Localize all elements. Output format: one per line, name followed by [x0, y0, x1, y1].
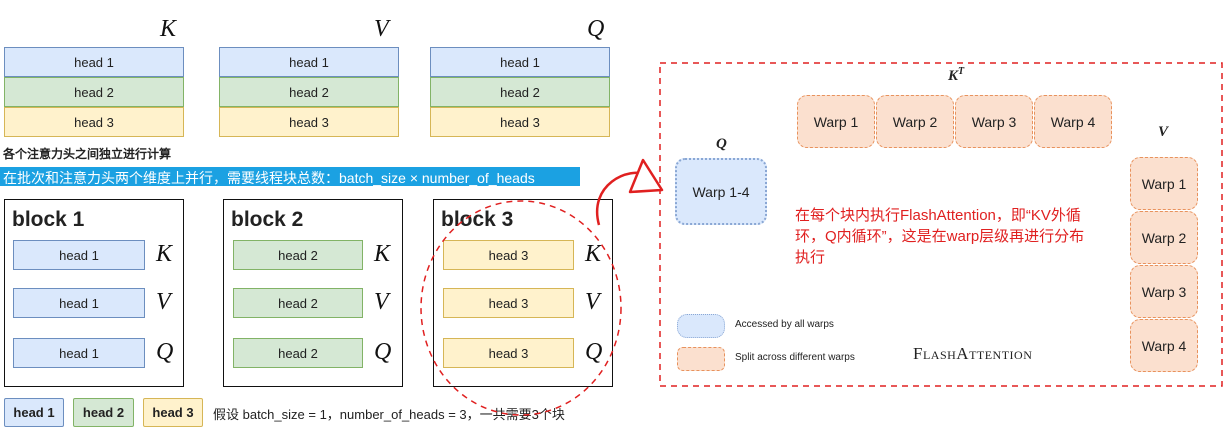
block-1-q-label: Q: [156, 339, 174, 365]
note-parallel: 在批次和注意力头两个维度上并行，需要线程块总数：batch_size × num…: [0, 167, 580, 186]
top-v-head-2: head 2: [219, 77, 399, 107]
k-warp-2: Warp 2: [876, 95, 954, 148]
flashattention-title: FlashAttention: [913, 344, 1033, 363]
legend-head-3: head 3: [143, 398, 203, 427]
legend-accessed-text: Accessed by all warps: [735, 319, 834, 330]
block-2-q-label: Q: [374, 339, 392, 365]
warp-q-block: Warp 1-4: [675, 158, 767, 225]
v-warp-2: Warp 2: [1130, 211, 1198, 264]
v-warp-3: Warp 3: [1130, 265, 1198, 318]
v-label: V: [1158, 124, 1169, 140]
kt-base: K: [948, 68, 959, 84]
note-independent: 各个注意力头之间独立进行计算: [3, 147, 172, 161]
q-label: Q: [716, 136, 727, 152]
legend-caption: 假设 batch_size = 1，number_of_heads = 3，一共…: [213, 407, 565, 422]
block-3-q-label: Q: [585, 339, 603, 365]
kt-sup: T: [958, 66, 965, 77]
block-3-k-head: head 3: [443, 240, 574, 270]
block-2-k-label: K: [374, 241, 391, 267]
k-warp-3: Warp 3: [955, 95, 1033, 148]
block-1-k-head: head 1: [13, 240, 145, 270]
top-v-head-1: head 1: [219, 47, 399, 77]
block-1-v-label: V: [156, 289, 171, 315]
kt-label: KT: [948, 66, 964, 85]
top-v-head-3: head 3: [219, 107, 399, 137]
legend-accessed-swatch: [677, 314, 725, 338]
block-3-q-head: head 3: [443, 338, 574, 368]
top-k-head-3: head 3: [4, 107, 184, 137]
legend-head-2: head 2: [73, 398, 134, 427]
block-1-q-head: head 1: [13, 338, 145, 368]
block-1-title: block 1: [12, 208, 85, 231]
block-1-k-label: K: [156, 241, 173, 267]
top-k-head-2: head 2: [4, 77, 184, 107]
block-3-title: block 3: [441, 208, 514, 231]
flash-description: 在每个块内执行FlashAttention，即“KV外循环，Q内循环”，这是在w…: [795, 207, 1085, 266]
curved-arrow-head: [628, 158, 664, 194]
v-warp-1: Warp 1: [1130, 157, 1198, 210]
top-q-head-3: head 3: [430, 107, 610, 137]
top-k-head-1: head 1: [4, 47, 184, 77]
top-k-label: K: [160, 16, 177, 42]
top-v-label: V: [374, 16, 389, 42]
block-2-v-label: V: [374, 289, 389, 315]
block-3-k-label: K: [585, 241, 602, 267]
v-warp-4: Warp 4: [1130, 319, 1198, 372]
k-warp-4: Warp 4: [1034, 95, 1112, 148]
block-3: block 3 head 3 head 3 head 3 K V Q: [433, 199, 613, 387]
block-2: block 2 head 2 head 2 head 2 K V Q: [223, 199, 403, 387]
legend-split-text: Split across different warps: [735, 352, 855, 363]
block-3-v-label: V: [585, 289, 600, 315]
top-q-head-1: head 1: [430, 47, 610, 77]
block-1-v-head: head 1: [13, 288, 145, 318]
legend-split-swatch: [677, 347, 725, 371]
block-2-title: block 2: [231, 208, 304, 231]
top-q-head-2: head 2: [430, 77, 610, 107]
legend-head-1: head 1: [4, 398, 64, 427]
block-3-highlight-circle: [420, 200, 622, 416]
block-1: block 1 head 1 head 1 head 1 K V Q: [4, 199, 184, 387]
flashattention-frame: [659, 62, 1223, 387]
top-q-label: Q: [587, 16, 605, 42]
k-warp-1: Warp 1: [797, 95, 875, 148]
block-2-v-head: head 2: [233, 288, 363, 318]
block-2-k-head: head 2: [233, 240, 363, 270]
block-2-q-head: head 2: [233, 338, 363, 368]
block-3-v-head: head 3: [443, 288, 574, 318]
